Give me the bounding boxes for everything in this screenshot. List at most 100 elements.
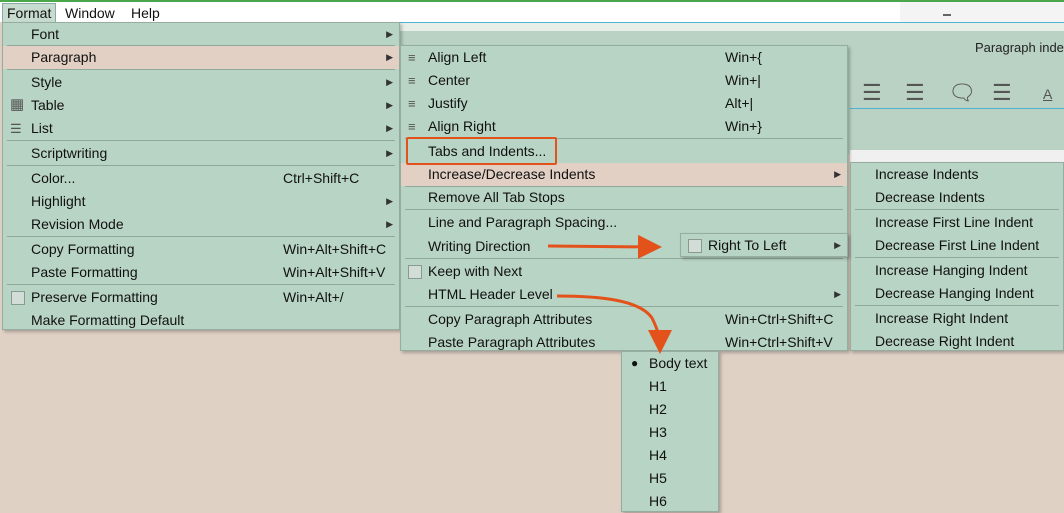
align-center-toolbar-icon[interactable]: ☰: [862, 80, 882, 105]
indents-increase-item[interactable]: Increase Indents: [851, 163, 1063, 186]
menu-separator: [855, 209, 1059, 210]
format-table-item[interactable]: ▦ Table ▶: [3, 94, 399, 117]
submenu-arrow-icon: ▶: [834, 169, 841, 179]
paragraph-center-label: Center: [428, 72, 471, 88]
header-h1-label: H1: [649, 378, 667, 394]
paragraph-keep-next-item[interactable]: Keep with Next: [401, 260, 847, 283]
menu-separator: [7, 165, 395, 166]
header-body-text-label: Body text: [649, 355, 708, 371]
paragraph-align-left-label: Align Left: [428, 49, 487, 65]
format-paragraph-item[interactable]: Paragraph ▶: [3, 46, 399, 69]
comment-toolbar-icon[interactable]: 🗨: [948, 80, 976, 105]
paragraph-incdec-item[interactable]: Increase/Decrease Indents ▶: [401, 163, 847, 186]
format-preserve-item[interactable]: Preserve Formatting Win+Alt+/: [3, 286, 399, 309]
menu-separator: [855, 305, 1059, 306]
indents-dec-hang-item[interactable]: Decrease Hanging Indent: [851, 282, 1063, 305]
paragraph-spacing-item[interactable]: Line and Paragraph Spacing...: [401, 211, 847, 234]
format-style-item[interactable]: Style ▶: [3, 71, 399, 94]
paragraph-tabs-item[interactable]: Tabs and Indents...: [401, 140, 847, 163]
format-highlight-label: Highlight: [31, 193, 86, 209]
paragraph-copy-attrs-shortcut: Win+Ctrl+Shift+C: [725, 311, 834, 327]
submenu-arrow-icon: ▶: [386, 219, 393, 229]
format-revision-item[interactable]: Revision Mode ▶: [3, 213, 399, 236]
submenu-arrow-icon: ▶: [386, 148, 393, 158]
format-highlight-item[interactable]: Highlight ▶: [3, 190, 399, 213]
align-center-icon: ≡: [408, 73, 416, 88]
format-font-item[interactable]: Font ▶: [3, 23, 399, 46]
paragraph-html-header-item[interactable]: HTML Header Level ▶: [401, 283, 847, 306]
format-copy-formatting-label: Copy Formatting: [31, 241, 135, 257]
menu-separator: [405, 186, 843, 187]
indents-inc-first-item[interactable]: Increase First Line Indent: [851, 211, 1063, 234]
format-table-label: Table: [31, 97, 65, 113]
paragraph-paste-attrs-label: Paste Paragraph Attributes: [428, 334, 596, 350]
header-h5-item[interactable]: H5: [622, 467, 718, 490]
rtl-checkbox[interactable]: [688, 239, 702, 253]
keep-next-checkbox[interactable]: [408, 265, 422, 279]
submenu-arrow-icon: ▶: [386, 52, 393, 62]
table-icon: ▦: [10, 96, 25, 113]
format-scriptwriting-label: Scriptwriting: [31, 145, 108, 161]
html-header-submenu: ● Body text H1 H2 H3 H4 H5 H6: [621, 351, 719, 512]
menu-separator: [7, 140, 395, 141]
paragraph-center-shortcut: Win+|: [725, 72, 761, 88]
paragraph-copy-attrs-label: Copy Paragraph Attributes: [428, 311, 593, 327]
minimize-icon[interactable]: [943, 14, 951, 16]
format-make-default-item[interactable]: Make Formatting Default: [3, 309, 399, 332]
indents-inc-hang-label: Increase Hanging Indent: [875, 262, 1028, 278]
format-paragraph-label: Paragraph: [31, 49, 97, 65]
justify-toolbar-icon[interactable]: ☰: [905, 80, 925, 105]
preserve-checkbox[interactable]: [11, 291, 25, 305]
indents-decrease-item[interactable]: Decrease Indents: [851, 186, 1063, 209]
paragraph-justify-item[interactable]: ≡ Justify Alt+|: [401, 92, 847, 115]
menu-format[interactable]: Format: [2, 3, 57, 23]
format-color-item[interactable]: Color... Ctrl+Shift+C: [3, 167, 399, 190]
indents-inc-hang-item[interactable]: Increase Hanging Indent: [851, 259, 1063, 282]
paragraph-align-right-item[interactable]: ≡ Align Right Win+}: [401, 115, 847, 138]
paragraph-copy-attrs-item[interactable]: Copy Paragraph Attributes Win+Ctrl+Shift…: [401, 308, 847, 331]
indents-dec-right-item[interactable]: Decrease Right Indent: [851, 330, 1063, 353]
text-style-toolbar-icon[interactable]: A: [1043, 86, 1053, 102]
paragraph-keep-next-label: Keep with Next: [428, 263, 523, 279]
format-paste-formatting-item[interactable]: Paste Formatting Win+Alt+Shift+V: [3, 261, 399, 284]
menubar: Format Window Help: [0, 0, 1064, 23]
window-title-fragment: Paragraph inde: [975, 40, 1064, 55]
header-body-text-item[interactable]: ● Body text: [622, 352, 718, 375]
writing-dir-rtl-item[interactable]: Right To Left ▶: [681, 234, 847, 257]
header-h4-item[interactable]: H4: [622, 444, 718, 467]
format-copy-formatting-shortcut: Win+Alt+Shift+C: [283, 241, 387, 257]
header-h6-label: H6: [649, 493, 667, 509]
paragraph-remove-tabs-item[interactable]: Remove All Tab Stops: [401, 186, 847, 209]
menu-separator: [405, 258, 843, 259]
menu-window[interactable]: Window: [61, 4, 119, 22]
paragraph-paste-attrs-item[interactable]: Paste Paragraph Attributes Win+Ctrl+Shif…: [401, 331, 847, 354]
format-copy-formatting-item[interactable]: Copy Formatting Win+Alt+Shift+C: [3, 238, 399, 261]
menu-help[interactable]: Help: [127, 4, 164, 22]
indents-dec-first-item[interactable]: Decrease First Line Indent: [851, 234, 1063, 257]
header-h6-item[interactable]: H6: [622, 490, 718, 513]
menu-separator: [405, 138, 843, 139]
paragraph-paste-attrs-shortcut: Win+Ctrl+Shift+V: [725, 334, 833, 350]
format-make-default-label: Make Formatting Default: [31, 312, 185, 328]
format-paste-formatting-shortcut: Win+Alt+Shift+V: [283, 264, 386, 280]
header-h2-item[interactable]: H2: [622, 398, 718, 421]
indents-dec-hang-label: Decrease Hanging Indent: [875, 285, 1034, 301]
format-scriptwriting-item[interactable]: Scriptwriting ▶: [3, 142, 399, 165]
submenu-arrow-icon: ▶: [386, 29, 393, 39]
paragraph-center-item[interactable]: ≡ Center Win+|: [401, 69, 847, 92]
selected-bullet-icon: ●: [631, 356, 639, 370]
header-h1-item[interactable]: H1: [622, 375, 718, 398]
header-h3-item[interactable]: H3: [622, 421, 718, 444]
menu-window-label: Window: [65, 5, 115, 21]
format-list-item[interactable]: ☰ List ▶: [3, 117, 399, 140]
paragraph-writing-dir-item[interactable]: Writing Direction: [401, 235, 847, 258]
app-ruler-strip: [850, 150, 1064, 162]
indents-inc-right-item[interactable]: Increase Right Indent: [851, 307, 1063, 330]
paragraph-submenu: ≡ Align Left Win+{ ≡ Center Win+| ≡ Just…: [400, 45, 848, 351]
paragraph-align-left-item[interactable]: ≡ Align Left Win+{: [401, 46, 847, 69]
format-preserve-label: Preserve Formatting: [31, 289, 158, 305]
align-left-icon: ≡: [408, 50, 416, 65]
paragraph-writing-dir-label: Writing Direction: [428, 238, 531, 254]
align-right-toolbar-icon[interactable]: ☰: [992, 80, 1012, 105]
indents-decrease-label: Decrease Indents: [875, 189, 985, 205]
